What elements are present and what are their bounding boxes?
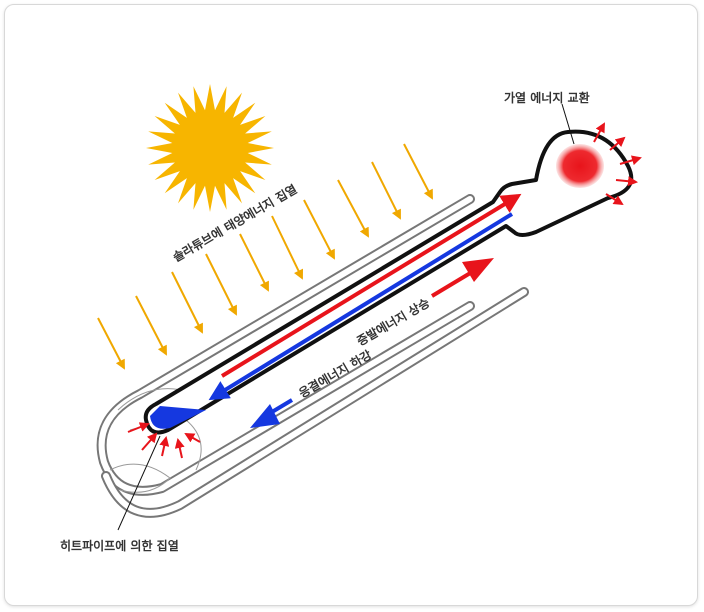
sun-ray-arrow-8 [337,179,369,238]
leader-heat-exchange [561,103,575,145]
heat-out-arrows [593,122,642,206]
vapor-flow-arrow [220,193,522,378]
heat-in-arrows [127,422,201,459]
big-arrows [250,258,494,428]
sun-ray-arrow-5 [239,233,269,292]
condensation-fall-arrow-icon [250,404,280,428]
vapor-rise-arrow-icon [462,258,494,282]
sun-ray-arrow-9 [371,161,401,220]
leader-heatpipe [117,435,161,531]
sun-ray-arrow-2 [135,295,167,356]
label-heat-exchange: 가열 에너지 교환 [504,90,590,105]
sun-ray-arrow-7 [303,199,335,260]
label-heatpipe-collection: 히트파이프에 의한 집열 [60,538,179,553]
solar-glass-tube [96,194,529,518]
condensed-liquid [150,406,206,429]
sun-ray-arrow-4 [205,253,237,316]
liquid-flow-arrow [208,212,514,401]
sun-ray-arrow-3 [171,271,203,334]
sun-ray-arrow-6 [271,215,304,280]
heat-exchange-hotspot [556,144,604,188]
sun-rays [97,143,433,370]
sun-icon [146,84,274,212]
sun-ray-arrow-10 [403,143,433,200]
sun-ray-arrow-1 [97,317,125,370]
internal-flow [208,193,522,401]
